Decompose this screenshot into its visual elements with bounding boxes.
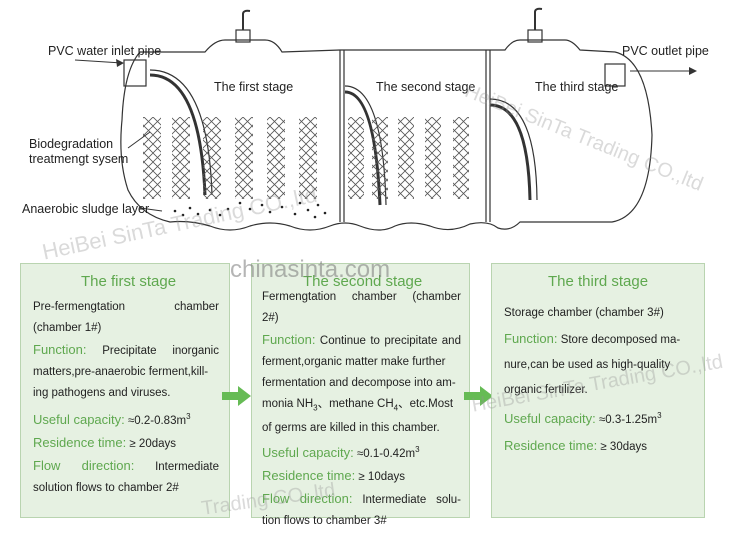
biodeg-label-1: Biodegradation: [29, 137, 114, 151]
diagram-stage-3: The third stage: [535, 80, 619, 94]
residence-label: Residence time:: [262, 468, 356, 484]
capacity-sup: 3: [415, 445, 420, 455]
function-text: organic fertilizer.: [504, 384, 588, 396]
capacity-label: Useful capacity:: [262, 445, 354, 461]
function-text: 、methane CH: [317, 398, 394, 410]
diagram-stage-2: The second stage: [376, 80, 476, 94]
arrow-right-icon: [464, 386, 493, 406]
residence-value: ≥ 10days: [358, 471, 406, 484]
capacity-sup: 3: [657, 411, 662, 420]
function-text: ferment,organic matter make further: [262, 356, 446, 368]
chamber-line: (chamber 1#): [33, 322, 102, 334]
chamber-line: Fermengtation chamber (chamber: [262, 291, 461, 303]
subscript: 3: [313, 403, 318, 413]
residence-label: Residence time:: [504, 437, 598, 453]
function-label: Function:: [504, 331, 558, 346]
residence-value: ≥ 30days: [600, 440, 648, 453]
function-label: Function:: [33, 342, 87, 357]
card-title: The second stage: [303, 273, 423, 290]
tank-drawing: [74, 7, 697, 231]
capacity-sup: 3: [186, 412, 191, 421]
pipe-curve-3: [489, 103, 532, 201]
function-text: fermentation and decompose into am-: [262, 377, 456, 389]
flow-text: Intermediate: [155, 460, 219, 473]
flow-label: Flow direction:: [262, 491, 353, 507]
function-text: Precipitate inorganic: [102, 345, 219, 357]
flow-text: tion flows to chamber 3#: [262, 515, 387, 528]
tank-top-outline: [120, 39, 653, 231]
stage-card-3: The third stage Storage chamber (chamber…: [491, 263, 705, 518]
chamber-line: Pre-fermengtation chamber: [33, 301, 219, 313]
function-text: of germs are killed in this chamber.: [262, 422, 440, 435]
function-text: monia NH: [262, 398, 314, 410]
function-text: matters,pre-anaerobic ferment,kill-: [33, 366, 209, 378]
watermark-center: chinasinta.com: [230, 256, 391, 283]
function-text: Store decomposed ma-: [560, 334, 681, 346]
chamber-line: 2#): [262, 312, 279, 324]
outlet-pipe: [604, 63, 626, 87]
biodeg-label-2: treatmengt sysem: [29, 152, 129, 166]
capacity-label: Useful capacity:: [504, 410, 596, 426]
flow-text: solution flows to chamber 2#: [33, 481, 179, 494]
card-title: The third stage: [548, 273, 649, 290]
arrow-right-icon: [222, 386, 251, 406]
tank-diagram: [0, 0, 748, 250]
capacity-value: ≈0.2-0.83m: [127, 414, 187, 427]
biodeg-media: [143, 117, 469, 199]
function-text: Continue to precipitate and: [319, 335, 461, 347]
stage-card-2: The second stage Fermengtation chamber (…: [251, 263, 470, 527]
residence-value: ≥ 20days: [129, 437, 177, 450]
function-text: nure,can be used as high-quality: [504, 359, 671, 371]
function-label: Function:: [262, 332, 316, 347]
residence-label: Residence time:: [33, 434, 127, 450]
subscript: 4: [393, 403, 399, 413]
capacity-value: ≈0.1-0.42m: [356, 448, 416, 461]
chamber-line: Storage chamber (chamber 3#): [504, 307, 664, 319]
sludge-dots: [173, 201, 327, 219]
diagram-stage-1: The first stage: [214, 80, 294, 94]
capacity-value: ≈0.3-1.25m: [598, 413, 658, 426]
card-title: The first stage: [81, 273, 177, 290]
inlet-label: PVC water inlet pipe: [48, 44, 162, 58]
function-text: ing pathogens and viruses.: [33, 387, 171, 399]
capacity-label: Useful capacity:: [33, 411, 125, 427]
function-text: 、etc.Most: [398, 398, 454, 410]
inlet-pipe: [123, 59, 147, 87]
outlet-label: PVC outlet pipe: [622, 44, 709, 58]
flow-text: Intermediate solu-: [362, 494, 462, 507]
stage-card-1: The first stage Pre-fermengtation chambe…: [20, 263, 230, 518]
flow-label: Flow direction:: [33, 457, 135, 473]
sludge-label: Anaerobic sludge layer: [22, 202, 150, 216]
